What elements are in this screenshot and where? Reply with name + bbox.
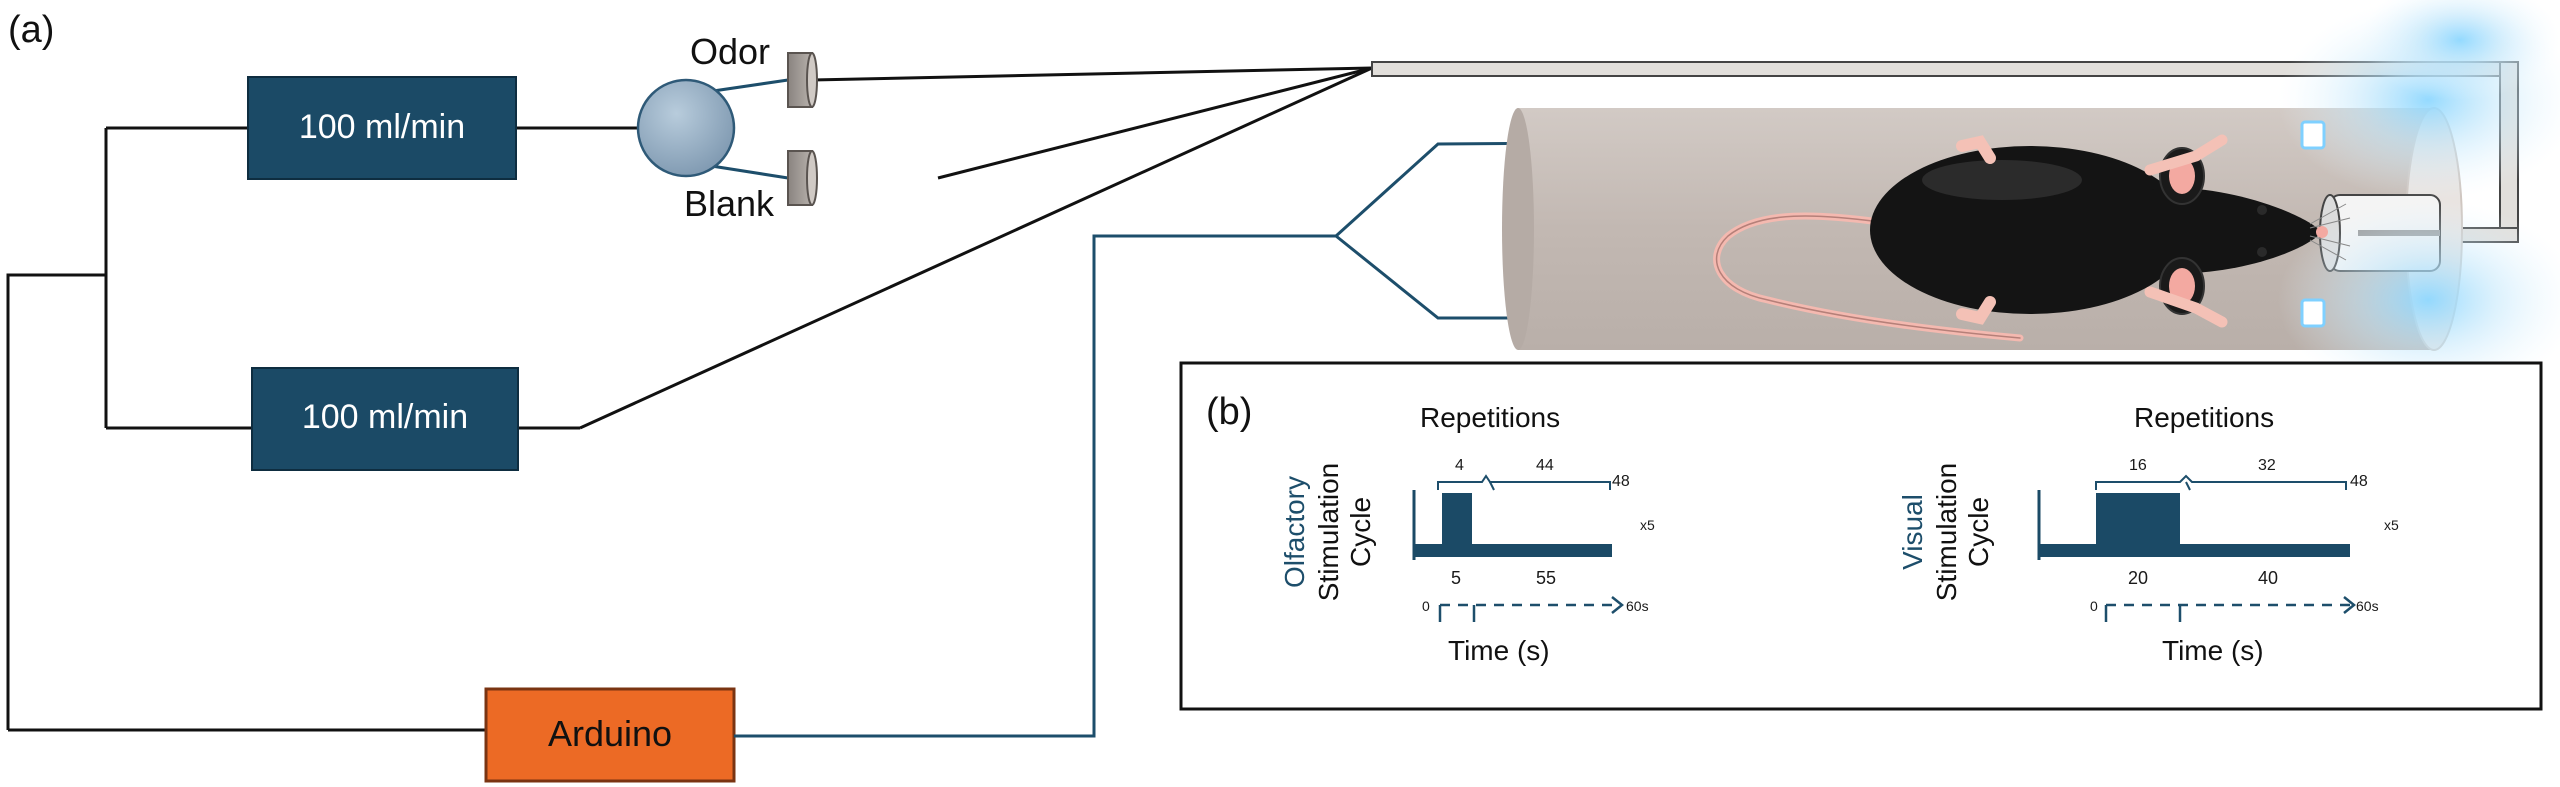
visual-cycle-chart: Repetitions Visual Stimulation Cycle 16 … — [1897, 402, 2399, 666]
mouse-illustration-icon — [1713, 134, 2351, 342]
air-lines — [6, 66, 1373, 732]
visual-t60: 60s — [2356, 598, 2379, 614]
flow-controller-bottom-label: 100 ml/min — [302, 398, 468, 436]
olfactory-dur-55: 55 — [1536, 568, 1556, 588]
visual-axis-word1: Visual — [1897, 494, 1928, 570]
visual-dur-40: 40 — [2258, 568, 2278, 588]
arduino-label: Arduino — [548, 713, 672, 754]
panel-b-frame — [1179, 361, 2543, 711]
visual-t0: 0 — [2090, 598, 2098, 614]
visual-dur-20: 20 — [2128, 568, 2148, 588]
odor-label: Odor — [690, 31, 770, 72]
olfactory-time-label: Time (s) — [1448, 635, 1550, 666]
panel-a-label: (a) — [8, 9, 54, 51]
visual-x5: x5 — [2384, 517, 2399, 533]
led-bottom-icon — [2300, 298, 2326, 328]
flow-controller-top-label: 100 ml/min — [299, 108, 465, 146]
olfactory-rep-4: 4 — [1455, 457, 1464, 474]
visual-baseline-bar — [2039, 544, 2350, 557]
olfactory-dur-5: 5 — [1451, 568, 1461, 588]
arduino-box — [484, 687, 736, 783]
flow-controller-bottom — [251, 367, 519, 471]
visual-axis-word3: Cycle — [1963, 497, 1994, 567]
visual-rep-16: 16 — [2129, 457, 2147, 474]
led-glow-side-icon — [2360, 0, 2560, 100]
visual-rep-48: 48 — [2350, 473, 2368, 490]
blank-vial — [787, 150, 818, 206]
olfactory-axis-word3: Cycle — [1345, 497, 1376, 567]
solenoid-valve — [636, 78, 736, 178]
olfactory-axis-word1: Olfactory — [1279, 476, 1310, 588]
visual-time-label: Time (s) — [2162, 635, 2264, 666]
olfactory-t60: 60s — [1626, 598, 1649, 614]
olfactory-t0: 0 — [1422, 598, 1430, 614]
odor-vial — [787, 52, 818, 108]
olfactory-cycle-chart: Repetitions Olfactory Stimulation Cycle … — [1279, 402, 1655, 666]
visual-pulse-bar — [2096, 493, 2180, 550]
olfactory-pulse-bar — [1442, 493, 1472, 550]
panel-b-label: (b) — [1206, 391, 1252, 433]
visual-repetitions-title: Repetitions — [2134, 402, 2274, 433]
flow-controller-top — [247, 76, 517, 180]
olfactory-axis-word2: Stimulation — [1313, 463, 1344, 602]
led-top-icon — [2300, 120, 2326, 150]
visual-axis-word2: Stimulation — [1931, 463, 1962, 602]
olfactory-rep-44: 44 — [1536, 457, 1554, 474]
blank-label: Blank — [684, 183, 775, 224]
olfactory-x5: x5 — [1640, 517, 1655, 533]
led-glow-bottom-icon — [2278, 200, 2560, 400]
visual-rep-32: 32 — [2258, 457, 2276, 474]
olfactory-rep-48: 48 — [1612, 473, 1630, 490]
olfactory-repetitions-title: Repetitions — [1420, 402, 1560, 433]
